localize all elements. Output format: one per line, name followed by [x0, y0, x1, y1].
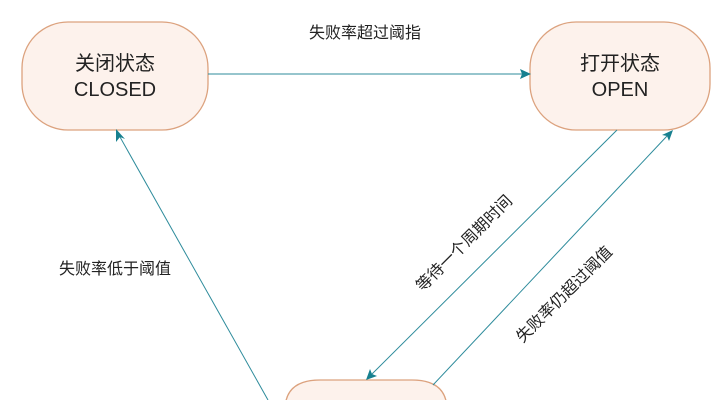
edge-closed-to-open [208, 69, 531, 79]
state-open: 打开状态 OPEN [529, 21, 711, 131]
arrowhead-icon [366, 369, 377, 380]
state-closed: 关闭状态 CLOSED [21, 21, 209, 131]
label-closed-to-open: 失败率超过阈指 [309, 23, 421, 42]
label-open-to-half: 等待一个周期时间 [412, 191, 516, 295]
state-open-box [529, 21, 711, 131]
arrowhead-icon [116, 129, 125, 142]
state-closed-cn: 关闭状态 [75, 52, 155, 75]
state-half-open-box [284, 379, 448, 400]
edge-half-to-closed [116, 129, 269, 400]
label-half-to-closed: 失败率低于阈值 [59, 259, 171, 278]
label-half-to-open: 失败率仍超过阈值 [512, 242, 616, 346]
state-open-en: OPEN [592, 79, 649, 101]
arrowhead-icon [520, 69, 531, 79]
state-half-open [284, 379, 448, 400]
edge-open-to-half [366, 129, 618, 380]
state-closed-box [21, 21, 209, 131]
state-closed-en: CLOSED [74, 79, 156, 101]
edge-half-to-open [432, 130, 673, 386]
arrowhead-icon [662, 130, 673, 141]
state-open-cn: 打开状态 [580, 52, 660, 75]
